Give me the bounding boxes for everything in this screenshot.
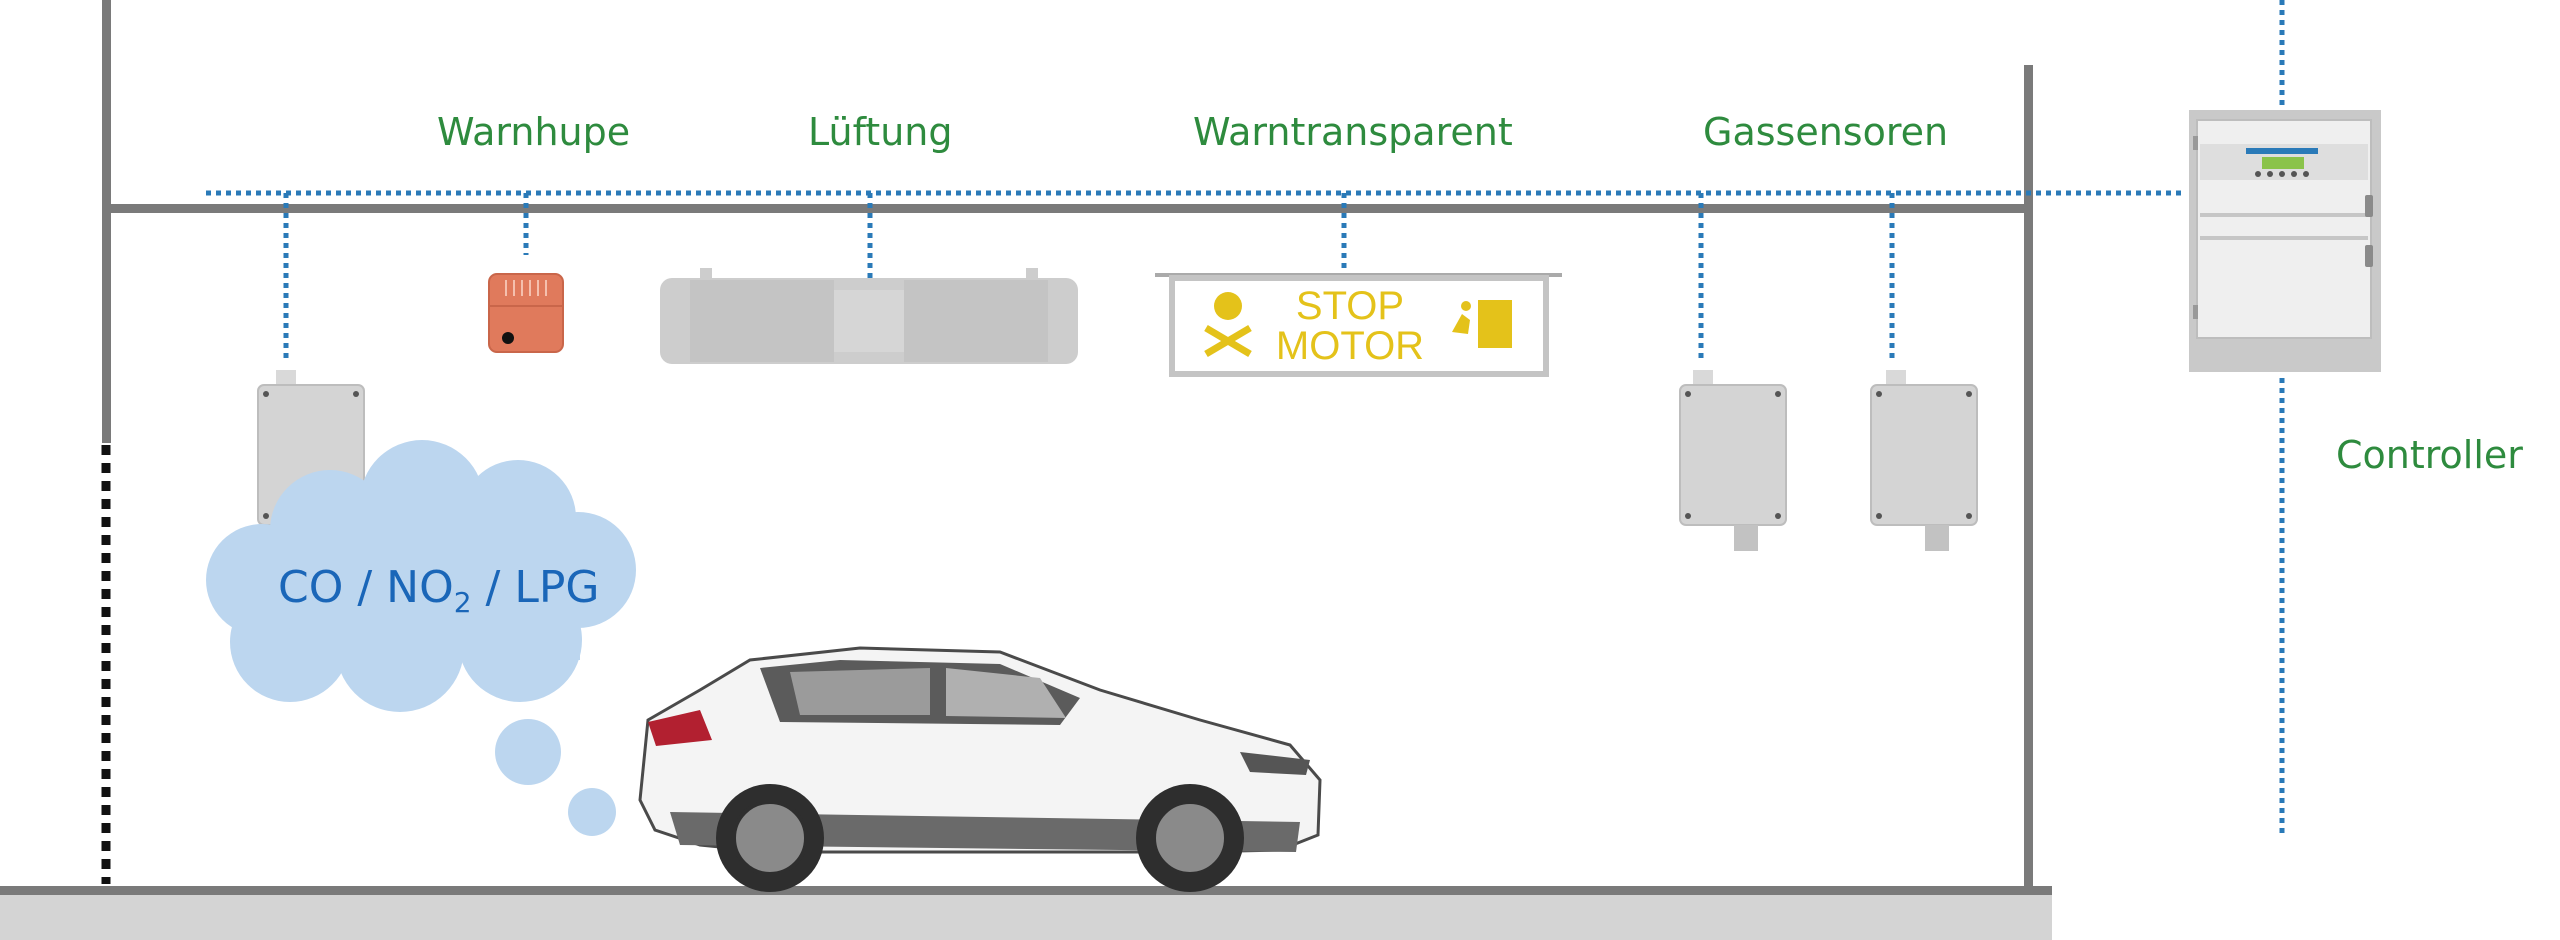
skull-icon: [1204, 292, 1252, 358]
warning-sign-line1: STOP: [1295, 284, 1405, 328]
gas-sensor-2: [1679, 370, 1787, 551]
warning-sign-label: Warntransparent: [1193, 110, 1513, 154]
left-wall-lower: [102, 208, 111, 443]
horn-device: [488, 273, 564, 353]
left-wall: [102, 0, 111, 208]
warning-sign: [1155, 273, 1562, 377]
ventilation-fan: [660, 268, 1078, 364]
gas-cloud-text: CO / NO2 / LPG: [278, 566, 599, 617]
controller-cabinet: [2189, 110, 2381, 372]
gas-text-subscript: 2: [453, 585, 472, 619]
gas-sensors-label: Gassensoren: [1703, 110, 1949, 154]
horn-label: Warnhupe: [437, 110, 631, 154]
controller-label: Controller: [2336, 433, 2523, 477]
warning-sign-line2: MOTOR: [1275, 324, 1425, 368]
gas-text-part1: CO / NO: [278, 562, 454, 613]
ventilation-label: Lüftung: [808, 110, 953, 154]
floor-line: [0, 886, 2052, 895]
gas-cloud: [206, 440, 636, 836]
ceiling-beam: [102, 204, 2032, 213]
car: [638, 646, 1322, 892]
warning-sign-text: STOP MOTOR: [1262, 286, 1438, 366]
floor-slab: [0, 895, 2052, 940]
gas-text-part2: / LPG: [471, 562, 600, 613]
right-wall: [2024, 65, 2033, 895]
exit-door-icon: [1452, 300, 1512, 348]
gas-sensor-3: [1870, 370, 1978, 551]
